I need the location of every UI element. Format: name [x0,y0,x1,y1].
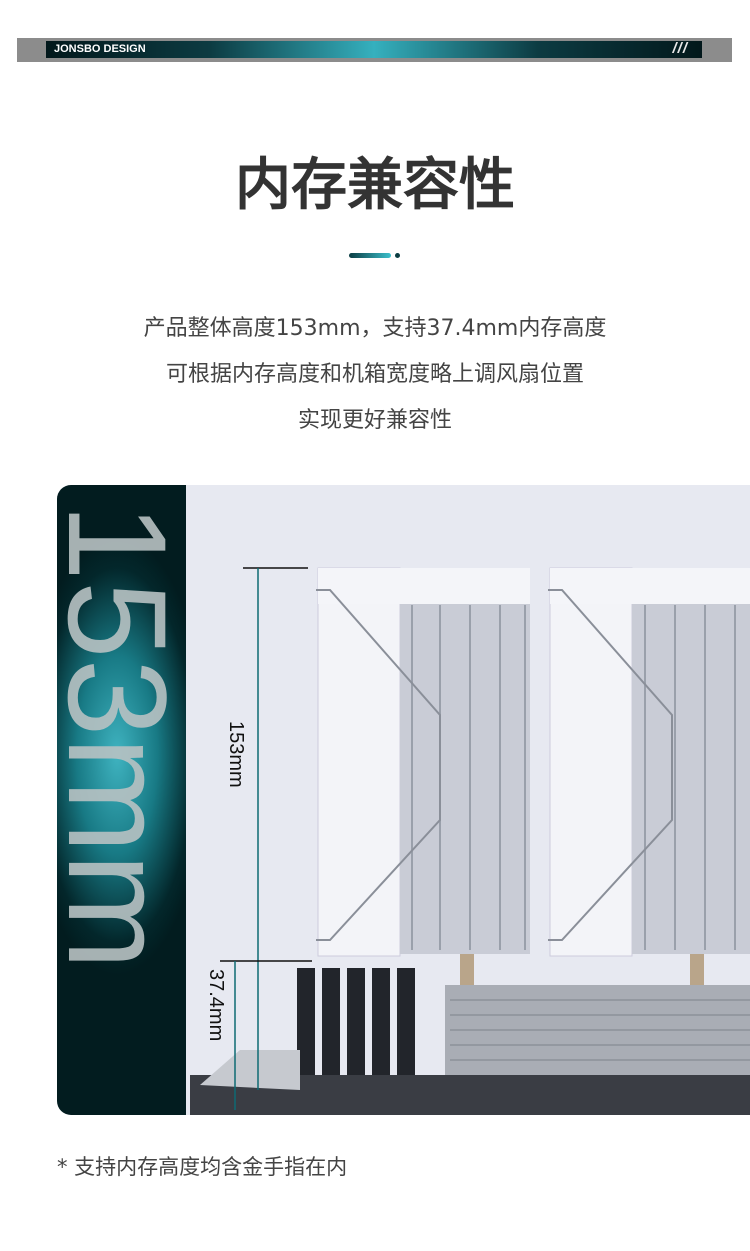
footnote: * 支持内存高度均含金手指在内 [57,1155,348,1179]
description-line: 可根据内存高度和机箱宽度略上调风扇位置 [165,362,584,387]
ram-height-label: 37.4mm [205,969,227,1042]
cooler-illustration [190,567,750,1115]
description: 产品整体高度153mm，支持37.4mm内存高度 可根据内存高度和机箱宽度略上调… [0,306,750,444]
title-divider-dot [395,253,400,258]
description-line: 实现更好兼容性 [297,408,452,433]
height-banner: 153mm [57,485,196,1115]
product-image: 153mm 153mm 37.4mm [57,485,750,1115]
brand-banner: JONSBO DESIGN /// [17,38,732,62]
page-title: 内存兼容性 [235,153,515,218]
cooler-height-label: 153mm [225,721,247,788]
description-line: 产品整体高度153mm，支持37.4mm内存高度 [143,316,607,341]
slash-decoration: /// [672,40,688,57]
title-divider [349,253,391,258]
brand-name: JONSBO DESIGN [54,43,146,55]
